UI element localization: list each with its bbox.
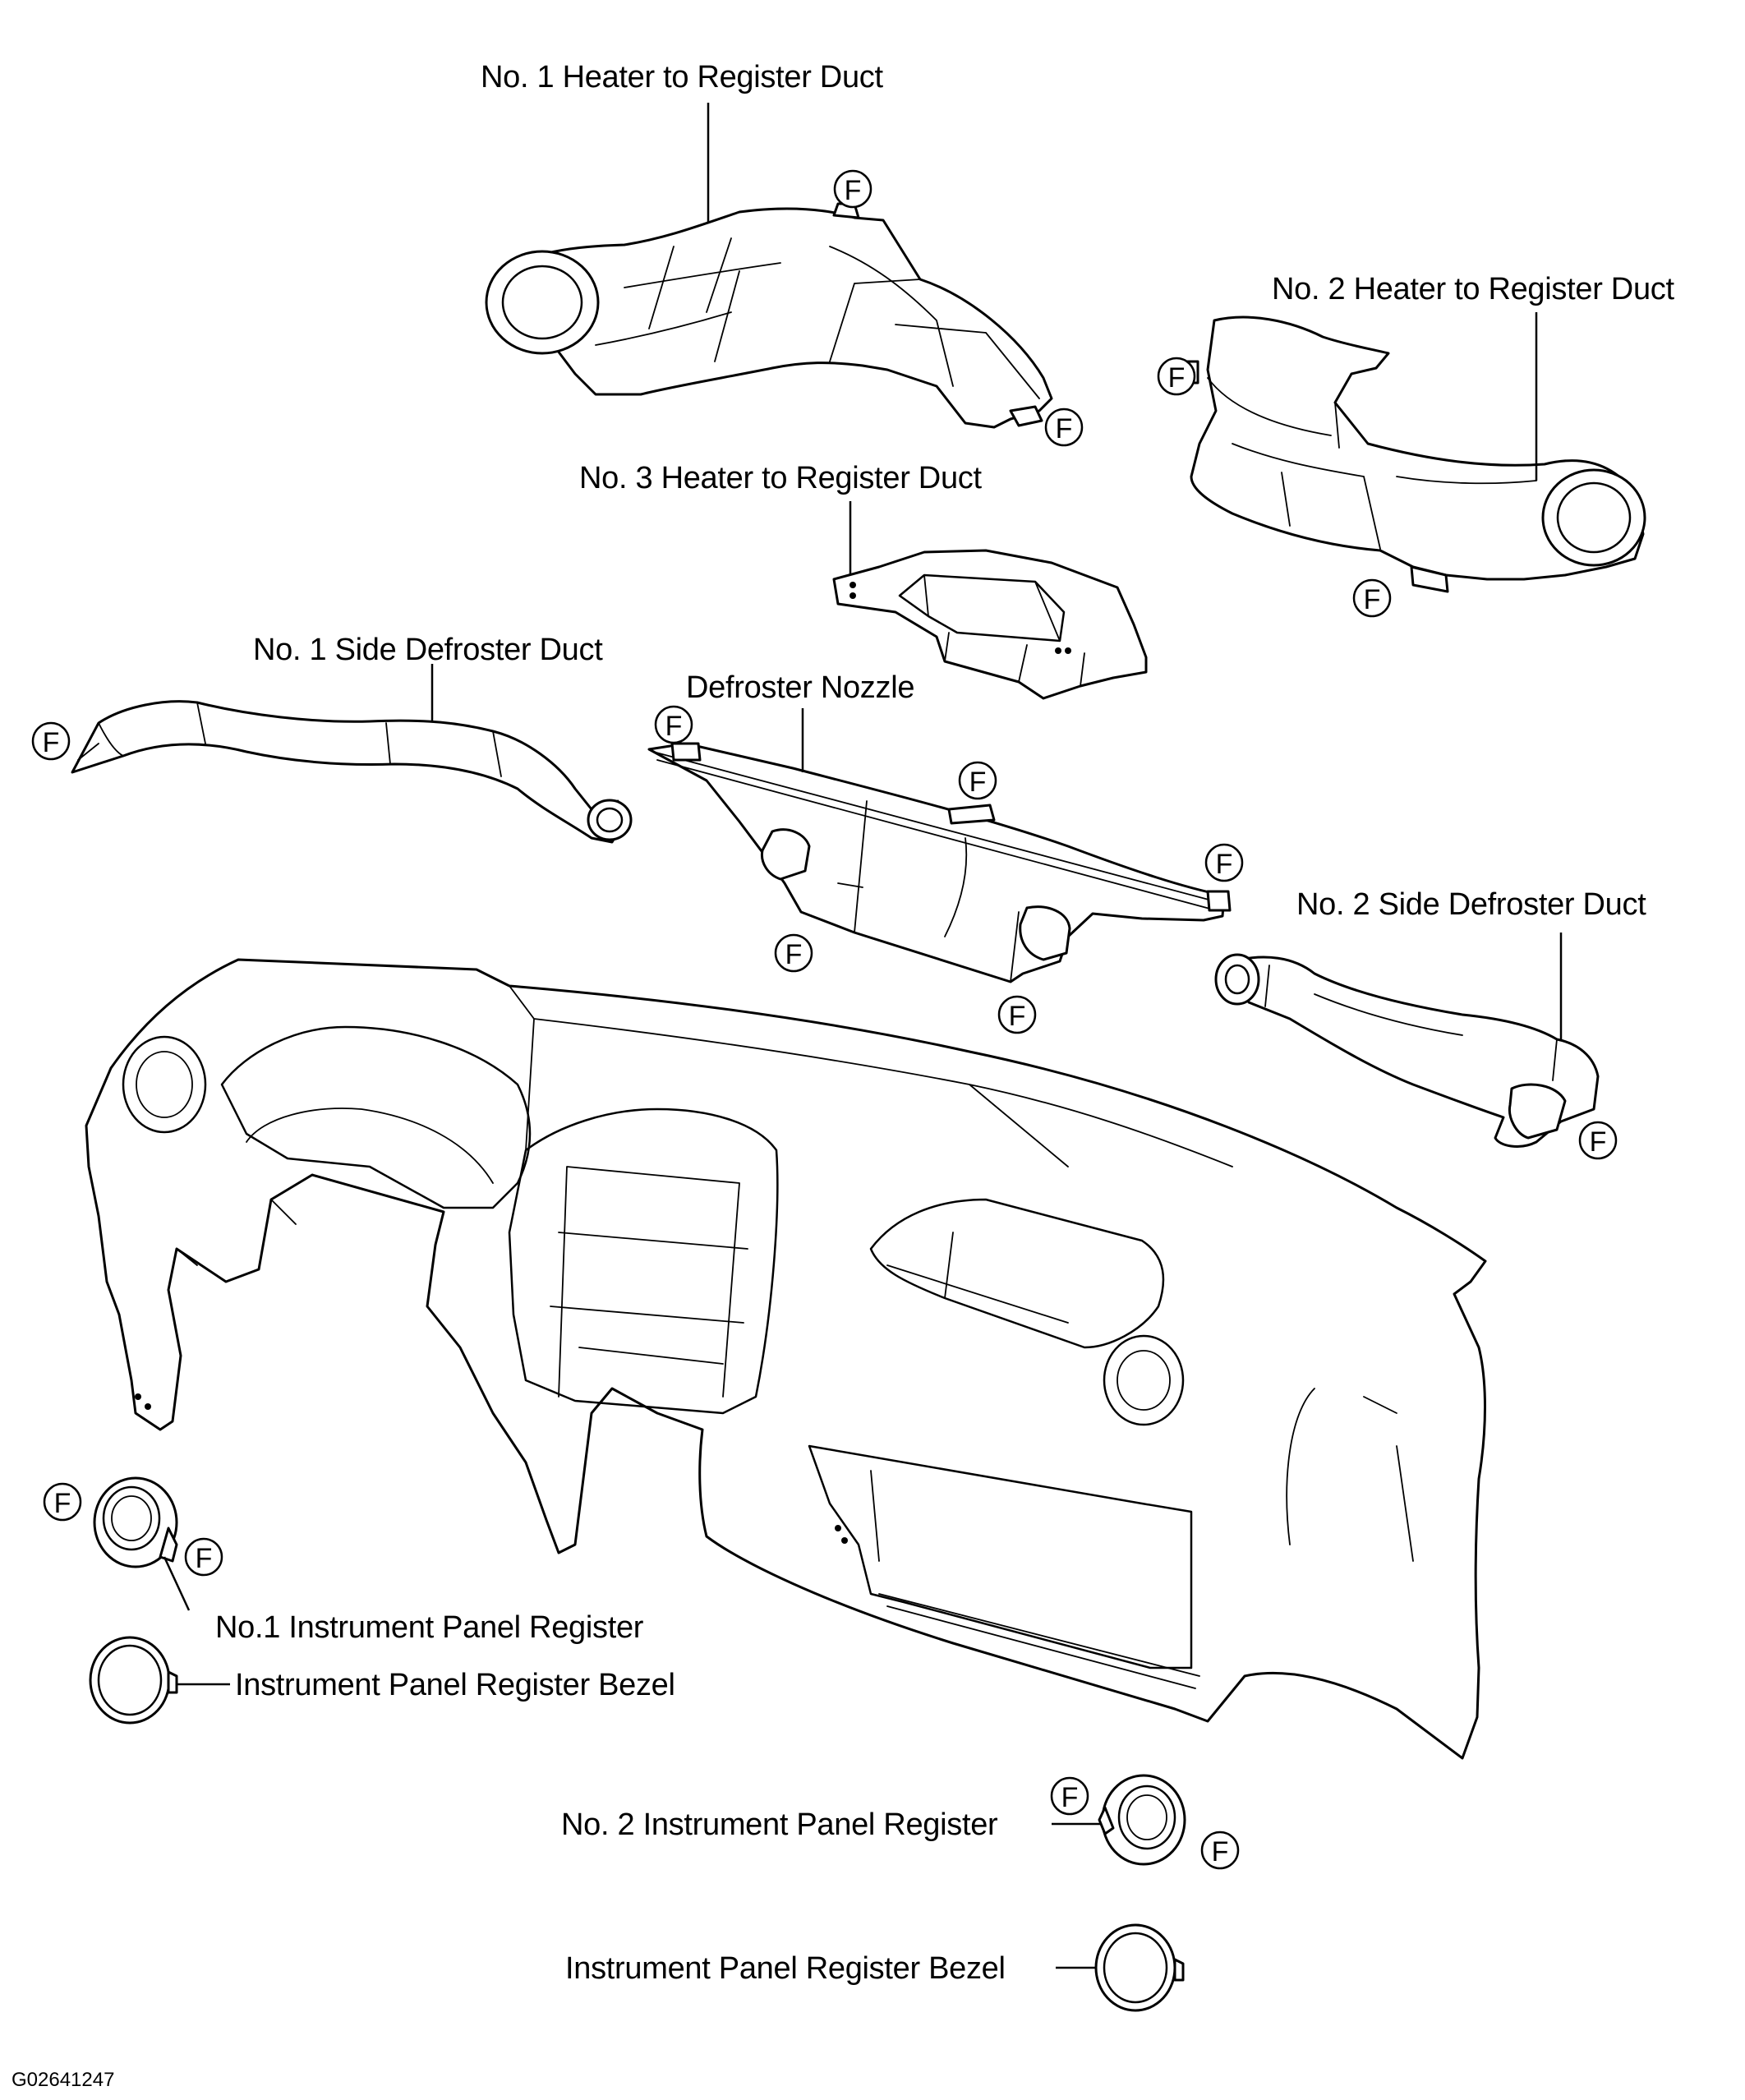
label-no2-heater-duct: No. 2 Heater to Register Duct	[1272, 272, 1674, 306]
fastener-marker: F	[833, 169, 872, 209]
fastener-marker: F	[1578, 1121, 1618, 1160]
svg-text:F: F	[969, 767, 987, 798]
svg-text:F: F	[1590, 1126, 1607, 1158]
no1-heater-duct	[485, 202, 1053, 429]
label-no3-heater-duct: No. 3 Heater to Register Duct	[579, 461, 982, 495]
defroster-nozzle	[647, 742, 1232, 983]
no3-heater-duct	[832, 549, 1148, 700]
document-id: G02641247	[12, 2069, 115, 2091]
fastener-marker: F	[184, 1537, 223, 1577]
fastener-marker: F	[654, 705, 693, 744]
svg-text:F: F	[1009, 1001, 1026, 1032]
label-defroster-nozzle: Defroster Nozzle	[686, 670, 915, 705]
label-bezel-right: Instrument Panel Register Bezel	[565, 1951, 1006, 1986]
svg-text:F: F	[196, 1543, 213, 1574]
no2-side-defroster-duct	[1214, 953, 1600, 1148]
fastener-marker: F	[1204, 843, 1244, 882]
svg-text:F: F	[1212, 1836, 1229, 1867]
svg-text:F: F	[1216, 849, 1233, 880]
label-no2-side-defroster-duct: No. 2 Side Defroster Duct	[1296, 887, 1646, 922]
fastener-marker: F	[1044, 408, 1084, 447]
no2-heater-duct	[1185, 315, 1646, 593]
svg-text:F: F	[1056, 413, 1073, 444]
label-no2-register: No. 2 Instrument Panel Register	[561, 1808, 998, 1842]
no1-register	[93, 1476, 178, 1568]
svg-text:F: F	[54, 1488, 71, 1519]
leader-no1-register	[163, 1556, 191, 1611]
fastener-marker: F	[1200, 1831, 1240, 1870]
instrument-panel	[85, 958, 1487, 1760]
fastener-marker: F	[774, 933, 813, 973]
svg-text:F: F	[1168, 362, 1186, 394]
label-no1-side-defroster-duct: No. 1 Side Defroster Duct	[253, 633, 603, 667]
fastener-marker: F	[1352, 578, 1392, 618]
no1-side-defroster-duct	[71, 700, 633, 844]
fastener-marker: F	[1157, 357, 1196, 396]
svg-text:F: F	[845, 175, 862, 206]
bezel-left	[89, 1636, 178, 1725]
fastener-marker: F	[958, 761, 997, 800]
svg-text:F: F	[43, 727, 60, 758]
fastener-marker: F	[31, 721, 71, 761]
bezel-right	[1094, 1923, 1185, 2012]
label-bezel-left: Instrument Panel Register Bezel	[235, 1668, 675, 1702]
svg-text:F: F	[665, 711, 683, 742]
fastener-marker: F	[997, 995, 1037, 1034]
svg-text:F: F	[1364, 584, 1381, 615]
label-no1-heater-duct: No. 1 Heater to Register Duct	[481, 60, 883, 94]
fastener-marker: F	[43, 1482, 82, 1522]
label-no1-register: No.1 Instrument Panel Register	[215, 1610, 644, 1645]
svg-text:F: F	[785, 939, 803, 970]
fastener-markers: F F F F F F F F F F F F F F F	[31, 169, 1618, 1870]
fastener-marker: F	[1050, 1776, 1089, 1816]
svg-text:F: F	[1061, 1782, 1079, 1813]
no2-register	[1098, 1774, 1186, 1866]
